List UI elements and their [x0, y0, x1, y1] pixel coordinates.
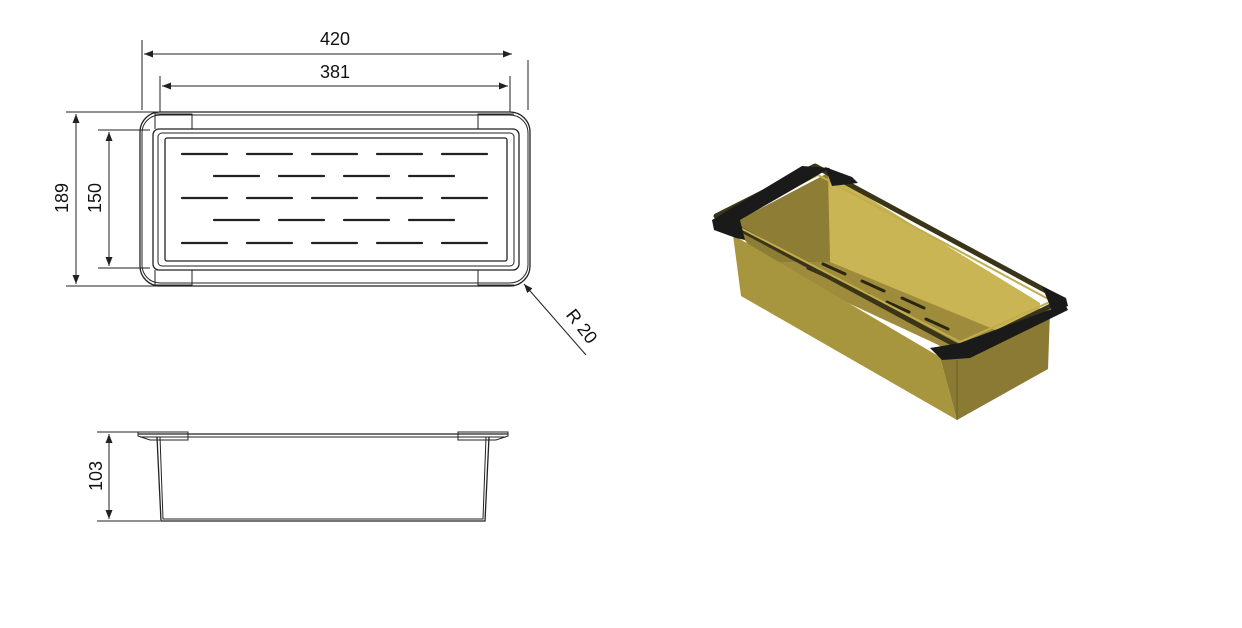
- dimension-overall-width: 189: [52, 111, 158, 287]
- dimension-corner-radius: R 20: [523, 283, 601, 356]
- dimension-label-381: 381: [320, 62, 350, 82]
- corner-caps: [712, 166, 1068, 360]
- top-view: 420 381 189 150: [52, 29, 601, 356]
- dimension-label-420: 420: [320, 29, 350, 49]
- side-view: 103: [86, 431, 509, 522]
- dimension-inner-width: 150: [85, 129, 150, 269]
- dimension-label-150: 150: [85, 183, 105, 213]
- basket-side-face: [940, 311, 1050, 420]
- dimension-label-r20: R 20: [562, 305, 601, 347]
- dimension-label-103: 103: [86, 461, 106, 491]
- dimension-inner-length: 381: [159, 62, 511, 112]
- basket-top-outline: [139, 111, 531, 287]
- dimension-overall-length: 420: [141, 29, 529, 110]
- basket-side-outline: [137, 431, 509, 522]
- dimension-height: 103: [86, 431, 160, 522]
- basket-front-face: [733, 235, 957, 420]
- dimension-label-189: 189: [52, 183, 72, 213]
- basket-3d-view: [712, 163, 1068, 420]
- drainage-slots: [180, 152, 489, 245]
